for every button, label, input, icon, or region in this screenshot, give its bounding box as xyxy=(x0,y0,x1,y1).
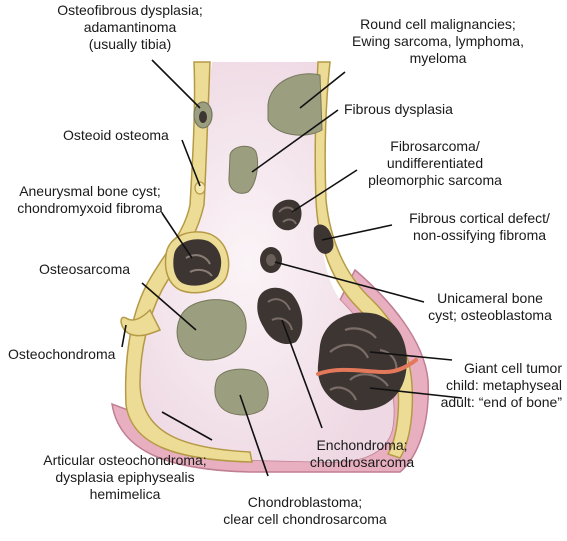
left-cortex xyxy=(124,61,253,463)
osteoid-osteoma-lesion xyxy=(194,181,206,195)
leader-osteofibrous xyxy=(151,59,201,109)
fibrous-dysplasia-lesion xyxy=(228,145,259,194)
leader-fibrous-cortical xyxy=(321,224,393,241)
leader-osteoid-osteoma xyxy=(181,139,201,187)
label-fibrous-cortical-defect: Fibrous cortical defect/ non-ossifying f… xyxy=(409,210,550,243)
aneurysmal-cyst-core xyxy=(173,239,222,286)
unicameral-cyst-core xyxy=(266,254,276,266)
osteosarcoma-lesion xyxy=(176,299,247,361)
label-enchondroma: Enchondroma; chondrosarcoma xyxy=(309,437,415,470)
label-osteoid-osteoma: Osteoid osteoma xyxy=(63,127,169,143)
label-fibrous-dysplasia: Fibrous dysplasia xyxy=(344,101,453,117)
label-giant-cell-tumor: Giant cell tumor child: metaphyseal adul… xyxy=(440,360,562,410)
leader-giant-cell-child xyxy=(369,351,453,361)
label-fibrosarcoma: Fibrosarcoma/ undifferentiated pleomorph… xyxy=(368,138,502,188)
leader-enchondroma xyxy=(281,319,323,429)
leader-osteosarcoma xyxy=(141,282,197,331)
giant-cell-lesion xyxy=(317,312,407,411)
label-unicameral-bone-cyst: Unicameral bone cyst; osteoblastoma xyxy=(428,290,552,323)
osteochondroma-stalk xyxy=(120,308,162,337)
leader-round-cell xyxy=(299,71,346,109)
label-aneurysmal-bone-cyst: Aneurysmal bone cyst; chondromyxoid fibr… xyxy=(17,183,163,216)
leader-chondroblastoma xyxy=(239,394,269,477)
label-round-cell-malignancies: Round cell malignancies; Ewing sarcoma, … xyxy=(352,16,524,66)
label-osteochondroma: Osteochondroma xyxy=(8,346,116,362)
label-osteosarcoma: Osteosarcoma xyxy=(39,261,131,277)
leader-giant-cell-adult xyxy=(369,387,463,399)
enchondroma-texture xyxy=(267,298,293,331)
label-chondroblastoma: Chondroblastoma; clear cell chondrosarco… xyxy=(223,494,387,527)
label-articular-osteochondroma: Articular osteochondroma; dysplasia epip… xyxy=(43,452,207,502)
aneurysmal-cyst-septa xyxy=(185,254,213,277)
osteofibrous-lesion-core xyxy=(199,111,207,123)
leader-aneurysmal xyxy=(161,212,193,259)
leader-fibrosarcoma xyxy=(291,169,358,213)
giant-cell-texture xyxy=(329,327,398,401)
round-cell-lesion xyxy=(267,73,323,136)
leader-osteochondroma xyxy=(121,324,127,348)
leader-unicameral xyxy=(274,261,425,303)
label-osteofibrous-dysplasia: Osteofibrous dysplasia; adamantinoma (us… xyxy=(57,2,203,52)
leader-lines xyxy=(121,59,463,477)
leader-fibrous-dysplasia xyxy=(251,109,339,173)
right-cortex xyxy=(314,61,414,459)
chondroblastoma-lesion xyxy=(214,368,269,416)
leader-articular xyxy=(161,411,213,441)
growth-plate xyxy=(316,358,418,376)
